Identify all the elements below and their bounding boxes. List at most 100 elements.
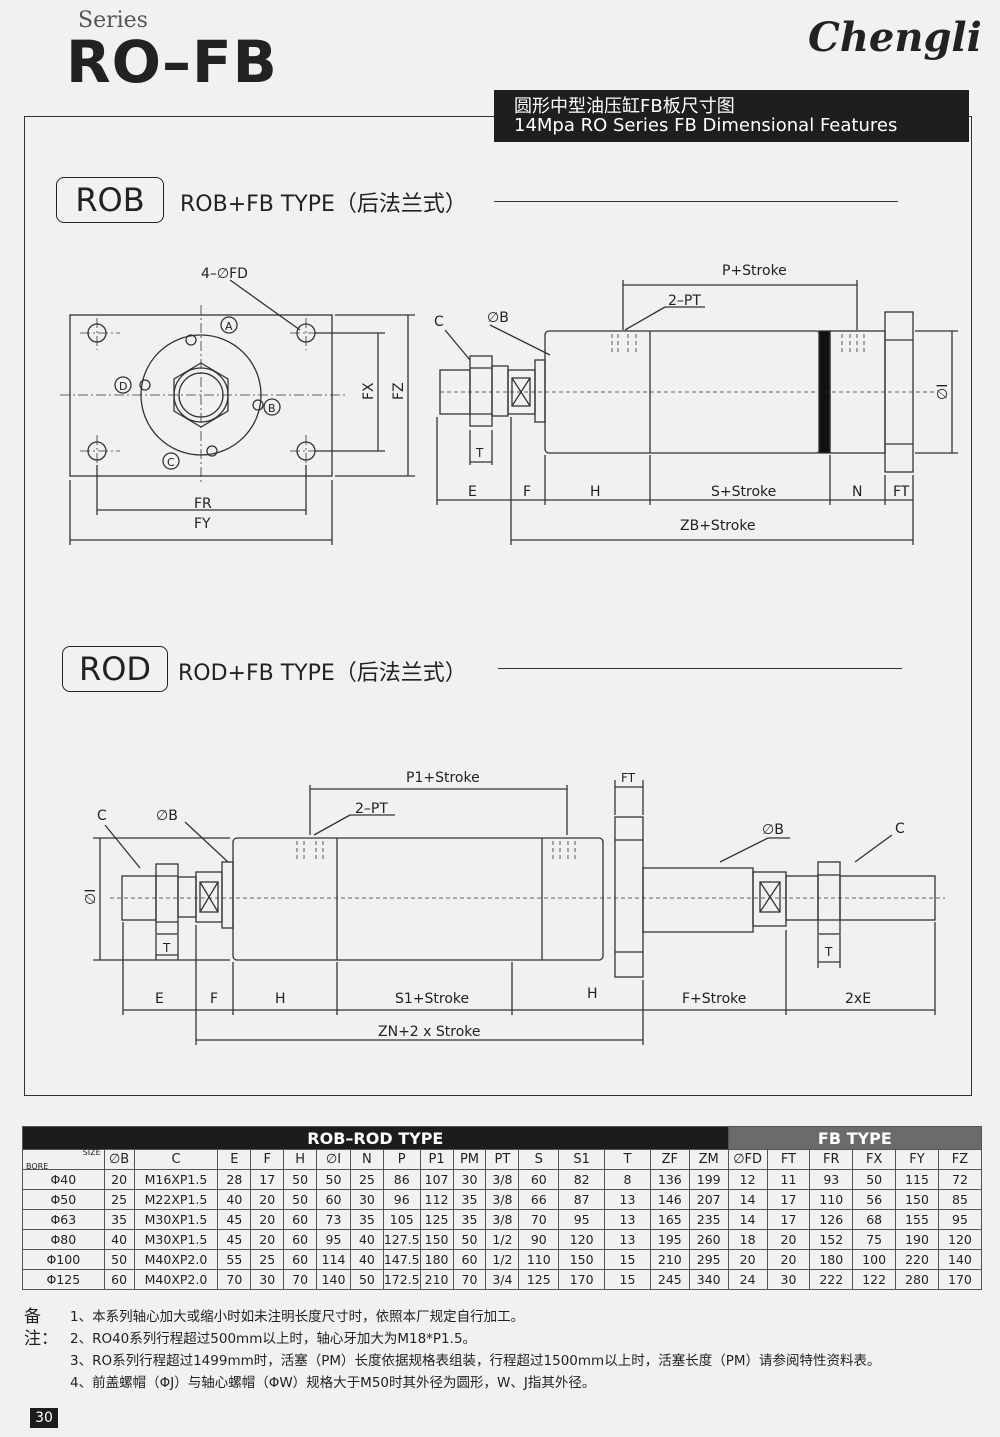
table-cell: 3/8 [485,1169,520,1190]
table-cell: 60 [283,1229,318,1250]
table-cell: 25 [349,1169,384,1190]
table-cell: 140 [316,1269,351,1290]
table-cell: 85 [937,1189,983,1210]
table-cell: 340 [688,1269,729,1290]
banner-title-en: 14Mpa RO Series FB Dimensional Features [514,115,898,136]
rod-label-pt: 2–PT [355,801,388,817]
rod-section-title: ROD+FB TYPE（后法兰式） [178,661,467,686]
rob-label-s-stroke: S+Stroke [711,484,776,500]
table-cell: 60 [283,1249,318,1270]
table-cell: 199 [688,1169,729,1190]
table-cell: 114 [316,1249,351,1270]
rod-fb-flange [614,816,644,978]
rod-label-h2: H [587,986,598,1002]
note-item: 2、RO40系列行程超过500mm以上时，轴心牙加大为M18*P1.5。 [70,1331,477,1347]
rob-label-fd: 4–∅FD [201,266,248,282]
rod-left-nut [155,863,179,935]
table-col-header: PT [485,1149,520,1170]
table-cell: 93 [809,1169,854,1190]
table-col-header: FY [895,1149,939,1170]
banner-title-cn: 圆形中型油压缸FB板尺寸图 [514,96,735,117]
table-cell: 3/8 [485,1209,520,1230]
table-bore-cell: Φ50 [22,1189,105,1210]
table-cell: 95 [937,1209,983,1230]
table-col-header: ZM [688,1149,729,1170]
rob-label-a: A [225,320,233,333]
table-cell: 110 [518,1249,560,1270]
table-cell: 25 [250,1249,285,1270]
table-cell: 72 [937,1169,983,1190]
rob-label-f: F [523,484,531,500]
rob-title-rule [494,201,898,202]
table-cell: 40 [349,1229,384,1250]
table-cell: 12 [727,1169,768,1190]
model-title: RO–FB [66,28,278,96]
rod-label-t2: T [824,945,833,959]
rob-label-h: H [590,484,601,500]
table-col-header: C [133,1149,219,1170]
table-col-header: ∅B [103,1149,135,1170]
table-bore-cell: Φ125 [22,1269,105,1290]
table-cell: 40 [103,1229,135,1250]
table-cell: 60 [452,1249,487,1270]
table-col-header: T [604,1149,651,1170]
note-item: 4、前盖螺帽（ΦJ）与轴心螺帽（ΦW）规格大于M50时其外径为圆形，W、J指其外… [70,1375,596,1391]
table-bore-cell: Φ63 [22,1209,105,1230]
table-col-header: ZF [649,1149,690,1170]
rod-label-f: F [210,991,218,1007]
table-cell: 30 [766,1269,811,1290]
rob-label-d: D [119,380,127,393]
table-cell: 86 [382,1169,421,1190]
corner-bore-label: BORE [26,1162,49,1171]
rob-label-t: T [475,446,484,460]
rod-label-e: E [155,991,164,1007]
rob-label-c-port: C [167,456,175,469]
table-cell: 50 [852,1169,897,1190]
notes-lead: 备注： [24,1307,58,1349]
rob-label-pt: 2–PT [668,293,701,309]
table-cell: 20 [727,1249,768,1270]
table-col-header: ∅FD [727,1149,768,1170]
table-cell: M40XP2.0 [133,1249,219,1270]
table-col-header: P1 [419,1149,454,1170]
table-col-header: S [518,1149,560,1170]
table-cell: 66 [518,1189,560,1210]
table-cell: 115 [895,1169,939,1190]
table-cell: 87 [558,1189,606,1210]
table-col-header: E [217,1149,252,1170]
table-cell: 20 [766,1229,811,1250]
rod-label-ob: ∅B [156,808,178,824]
title-banner: 圆形中型油压缸FB板尺寸图 14Mpa RO Series FB Dimensi… [494,90,969,142]
table-cell: 170 [558,1269,606,1290]
table-col-header: FX [852,1149,897,1170]
table-cell: 17 [766,1209,811,1230]
rod-right-nut [817,861,841,935]
table-cell: 190 [895,1229,939,1250]
table-cell: M30XP1.5 [133,1229,219,1250]
table-col-header: FZ [937,1149,983,1170]
table-cell: 30 [349,1189,384,1210]
table-cell: 50 [349,1269,384,1290]
table-cell: 170 [937,1269,983,1290]
table-col-header: PM [452,1149,487,1170]
rob-label-e: E [468,484,477,500]
rob-section-title: ROB+FB TYPE（后法兰式） [180,192,467,217]
table-cell: 35 [349,1209,384,1230]
table-cell: 20 [250,1229,285,1250]
table-cell: 125 [518,1269,560,1290]
table-cell: 60 [283,1209,318,1230]
table-cell: 150 [895,1189,939,1210]
rod-cylinder-body [232,837,604,961]
table-cell: 3/4 [485,1269,520,1290]
table-cell: 50 [452,1229,487,1250]
rod-label-c: C [97,808,107,824]
table-cell: 25 [103,1189,135,1210]
table-group-rob-rod: ROB–ROD TYPE [22,1126,729,1150]
table-cell: 152 [809,1229,854,1250]
table-cell: 136 [649,1169,690,1190]
table-cell: 18 [727,1229,768,1250]
table-cell: 280 [895,1269,939,1290]
table-cell: 60 [316,1189,351,1210]
